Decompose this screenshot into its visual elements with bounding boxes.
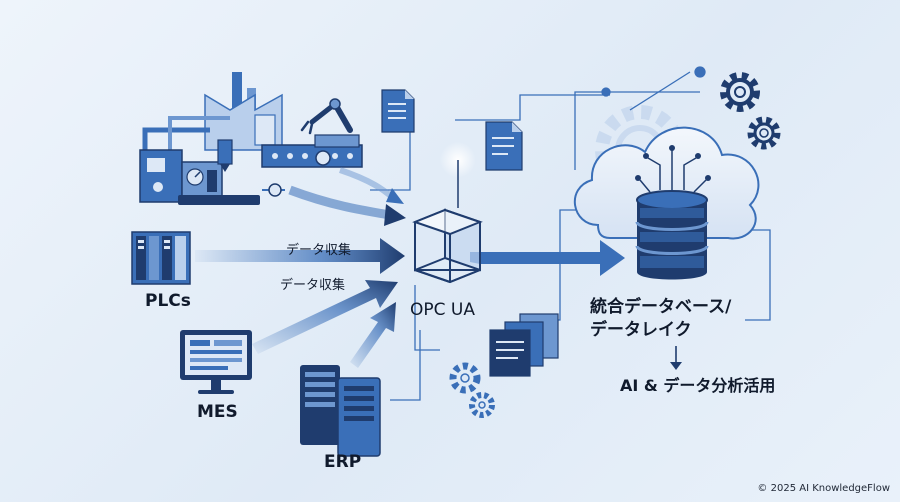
mes-label: MES	[197, 402, 238, 422]
data-collection-label: データ収集	[280, 278, 346, 293]
gear-icon	[449, 362, 481, 394]
robot-arm-icon	[261, 98, 363, 168]
erp-label: ERP	[324, 452, 362, 472]
cube-icon	[412, 142, 483, 284]
monitor-icon	[180, 330, 252, 394]
factory-icon	[139, 72, 285, 205]
database-icon	[635, 190, 709, 280]
document-stack-icon	[489, 313, 559, 377]
document-icon	[381, 89, 415, 133]
plcs-label: PLCs	[145, 291, 191, 311]
gear-icon	[469, 392, 495, 418]
ai-analytics-label: AI & データ分析活用	[620, 376, 776, 395]
gear-icon	[720, 72, 760, 112]
opc-ua-label: OPC UA	[410, 300, 475, 320]
plc-rack-icon	[131, 231, 191, 285]
copyright-text: © 2025 AI KnowledgeFlow	[757, 483, 890, 494]
cloud-icon	[573, 126, 760, 240]
document-icon	[485, 121, 523, 171]
server-icon	[300, 365, 381, 457]
arrow-down-icon	[670, 346, 682, 370]
gear-icon	[747, 116, 781, 150]
data-collection-label: データ収集	[286, 243, 352, 258]
data-lake-label: 統合データベース/ データレイク	[590, 297, 732, 340]
